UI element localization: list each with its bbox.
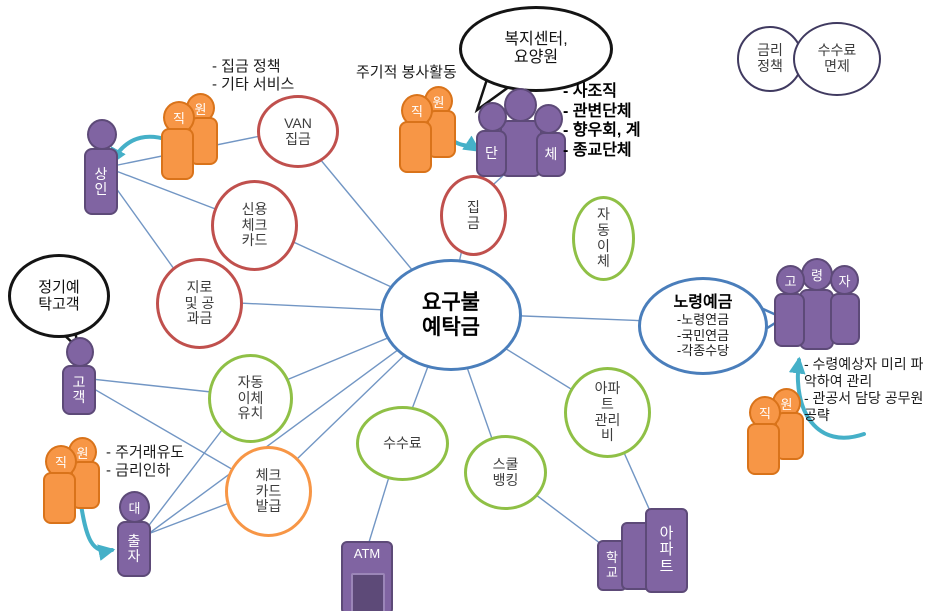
person-head: 고	[776, 265, 805, 295]
person-body	[399, 121, 432, 173]
node-fee: 수수료	[356, 406, 449, 481]
node-auto-transfer-attract: 자동 이체 유치	[208, 354, 293, 443]
person-head: 대	[119, 491, 150, 523]
node-giro-utility: 지로 및 공 과금	[156, 258, 243, 349]
node-check-card-issue: 체크 카드 발급	[225, 446, 312, 537]
figure-staff-top-center: 원 직	[398, 86, 456, 173]
note-elderly-management: - 수령예상자 미리 파 악하여 관리 - 관공서 담당 공무원 공략	[804, 356, 924, 424]
speech-bubble-welfare: 복지센터, 요양원	[459, 6, 613, 92]
arrow-staff-to-elderly	[788, 356, 866, 440]
person-head	[87, 119, 117, 150]
figure-merchant: 상 인	[84, 119, 118, 215]
callout-title: 노령예금	[673, 293, 733, 311]
node-credit-check-card: 신용 체크 카드	[211, 180, 298, 271]
figure-staff-bottom-right: 원 직	[746, 388, 804, 475]
note-collection-policy: - 집금 정책 - 기타 서비스	[212, 58, 295, 94]
person-body: 단	[476, 130, 507, 177]
note-periodic-volunteer: 주기적 봉사활동	[356, 64, 457, 81]
note-loan-benefits: - 주거래유도 - 금리인하	[106, 444, 185, 480]
person-body	[830, 293, 860, 345]
figure-elderly-group: 령 고 자	[772, 258, 860, 350]
person-body	[747, 423, 780, 475]
center-node-demand-deposit: 요구불 예탁금	[380, 259, 522, 371]
note-group-types: - 사조직 - 관변단체 - 향우회, 계 - 종교단체	[563, 83, 641, 159]
figure-group: 단 체	[472, 88, 566, 177]
speech-bubble-fixed-deposit: 정기예 탁고객	[8, 254, 110, 338]
person-body	[43, 472, 76, 524]
figure-staff-top-left: 원 직	[160, 93, 218, 180]
figure-customer: 고 객	[62, 337, 96, 415]
person-head	[504, 88, 537, 122]
person-body: 상 인	[84, 148, 118, 215]
node-van-collection: VAN 집금	[257, 95, 339, 168]
callout-elderly-deposit: 노령예금 -노령연금 -국민연금 -각종수당	[638, 277, 768, 375]
node-rate-policy: 금리 정책	[737, 26, 803, 92]
person-body: 체	[536, 132, 566, 177]
person-head: 자	[830, 265, 859, 295]
person-head	[478, 102, 507, 132]
person-head: 령	[801, 258, 833, 291]
person-body	[774, 293, 805, 347]
node-collection: 집 금	[440, 175, 507, 256]
atm-screen	[351, 573, 385, 611]
person-body: 출 자	[117, 521, 151, 577]
atm-machine: ATM	[341, 541, 393, 611]
node-auto-transfer: 자 동 이 체	[572, 196, 635, 281]
person-head	[66, 337, 94, 367]
person-body	[161, 128, 194, 180]
figure-borrower: 대 출 자	[117, 491, 151, 577]
callout-items: -노령연금 -국민연금 -각종수당	[676, 312, 730, 359]
node-school-banking: 스쿨 뱅킹	[464, 435, 547, 510]
figure-staff-bottom-left: 원 직	[42, 437, 100, 524]
node-apartment-fee: 아파 트 관리 비	[564, 367, 651, 458]
person-body: 고 객	[62, 365, 96, 415]
person-head	[534, 104, 563, 134]
node-fee-exempt: 수수료 면제	[793, 22, 881, 96]
building-apartment: 아 파 트	[645, 508, 688, 593]
atm-label: ATM	[353, 546, 381, 561]
